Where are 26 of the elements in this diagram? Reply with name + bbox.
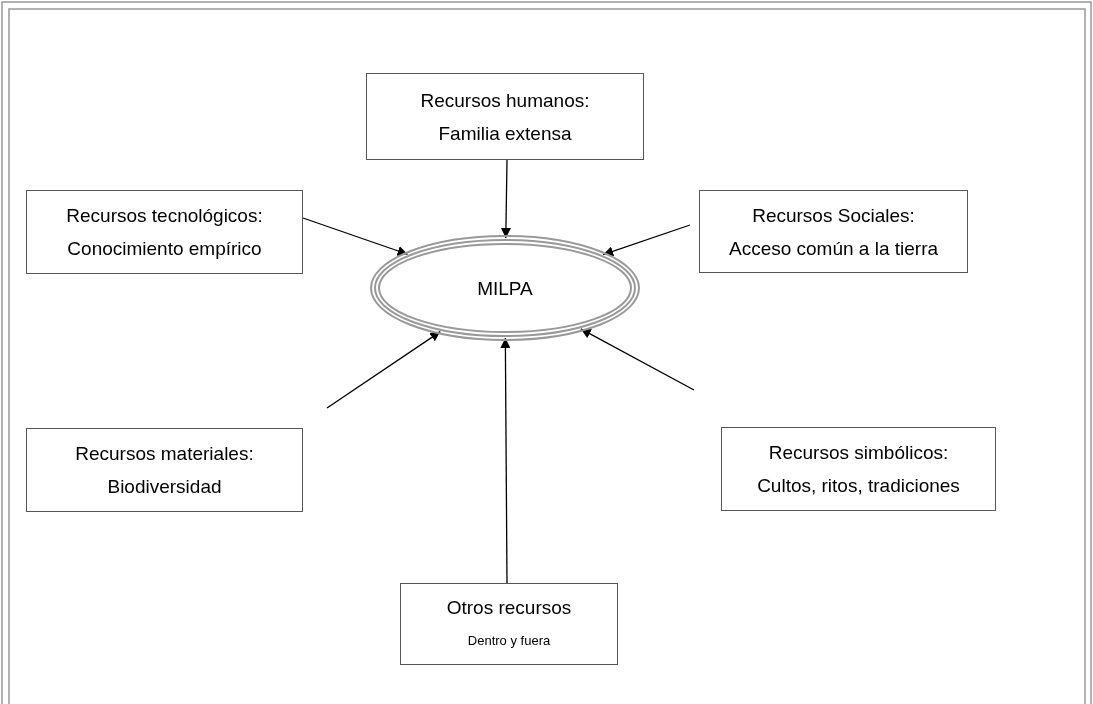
arrow [326, 330, 441, 409]
box-heading: Recursos tecnológicos: [66, 204, 263, 228]
box-text: Cultos, ritos, tradiciones [757, 474, 960, 498]
arrow [602, 224, 691, 257]
arrow [580, 328, 695, 391]
box-heading: Recursos Sociales: [752, 203, 915, 228]
box-heading: Recursos simbólicos: [768, 441, 949, 465]
box-heading: Recursos materiales: [75, 442, 254, 466]
resource-box [26, 190, 303, 274]
arrow [500, 337, 511, 584]
box-heading: Recursos humanos: [420, 88, 590, 113]
arrow [302, 217, 409, 256]
resource-box [699, 190, 968, 273]
resource-box [366, 73, 644, 160]
resource-box [26, 428, 303, 512]
resource-box [400, 583, 618, 665]
box-text: Familia extensa [438, 121, 572, 146]
box-text: Conocimiento empírico [67, 237, 262, 261]
ellipse-node [369, 234, 641, 342]
box-text: Biodiversidad [107, 475, 222, 499]
node-label: MILPA [477, 276, 533, 301]
box-text: Acceso común a la tierra [728, 236, 939, 261]
arrow [500, 159, 511, 239]
box-heading: Otros recursos [446, 596, 572, 620]
resource-box [721, 427, 996, 511]
box-text: Dentro y fuera [467, 632, 551, 650]
